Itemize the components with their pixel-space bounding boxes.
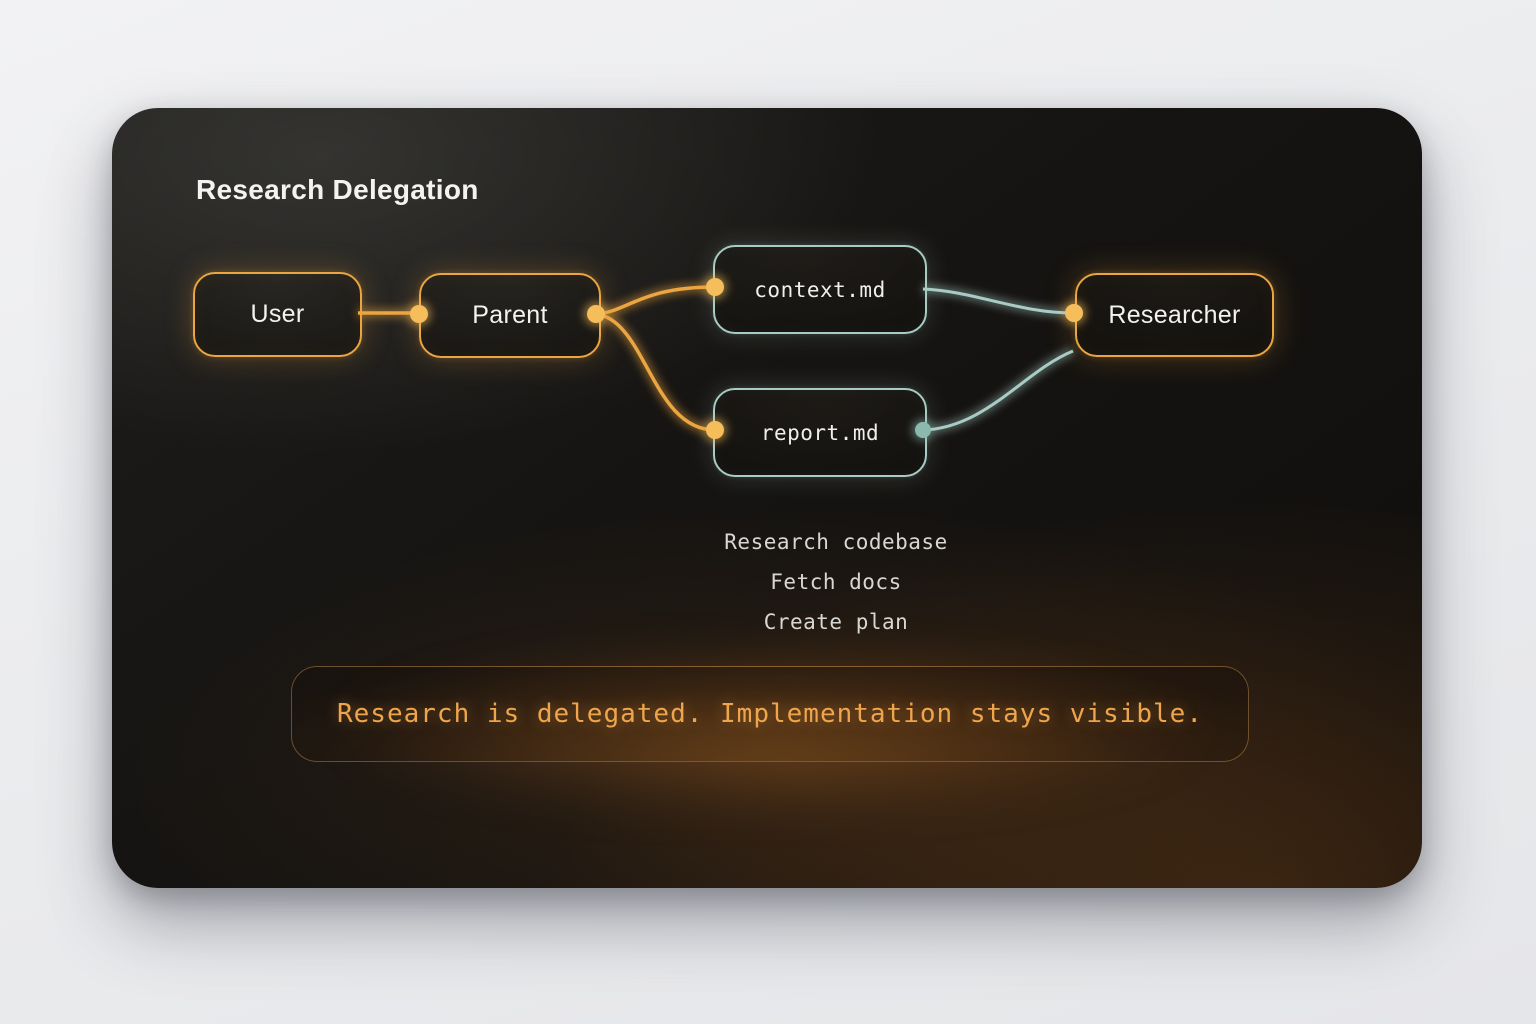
page-title: Research Delegation [196, 174, 479, 205]
node-user-label: User [250, 300, 305, 328]
node-parent: Parent [419, 273, 601, 358]
banner-glow [251, 623, 1287, 808]
callout-banner-text: Research is delegated. Implementation st… [337, 699, 1203, 729]
task-item: Create plan [763, 610, 909, 634]
node-context-md-label: context.md [754, 277, 886, 302]
edge-parent-context [595, 285, 716, 316]
slide-card: Research Delegation User Parent context.… [112, 108, 1422, 888]
edge-context-researcher [922, 287, 1075, 315]
task-item: Fetch docs [770, 570, 902, 594]
edge-parent-report [595, 312, 716, 432]
node-researcher-label: Researcher [1108, 300, 1241, 329]
node-parent-label: Parent [472, 301, 548, 329]
node-report-md: report.md [713, 388, 927, 477]
task-list: Research codebase Fetch docs Create plan [636, 522, 1036, 642]
node-context-md: context.md [713, 245, 927, 334]
node-report-md-label: report.md [760, 420, 880, 445]
callout-banner: Research is delegated. Implementation st… [291, 666, 1249, 762]
node-researcher: Researcher [1075, 273, 1274, 357]
edge-report-researcher [922, 349, 1074, 432]
node-user: User [193, 272, 362, 357]
task-item: Research codebase [724, 530, 948, 554]
